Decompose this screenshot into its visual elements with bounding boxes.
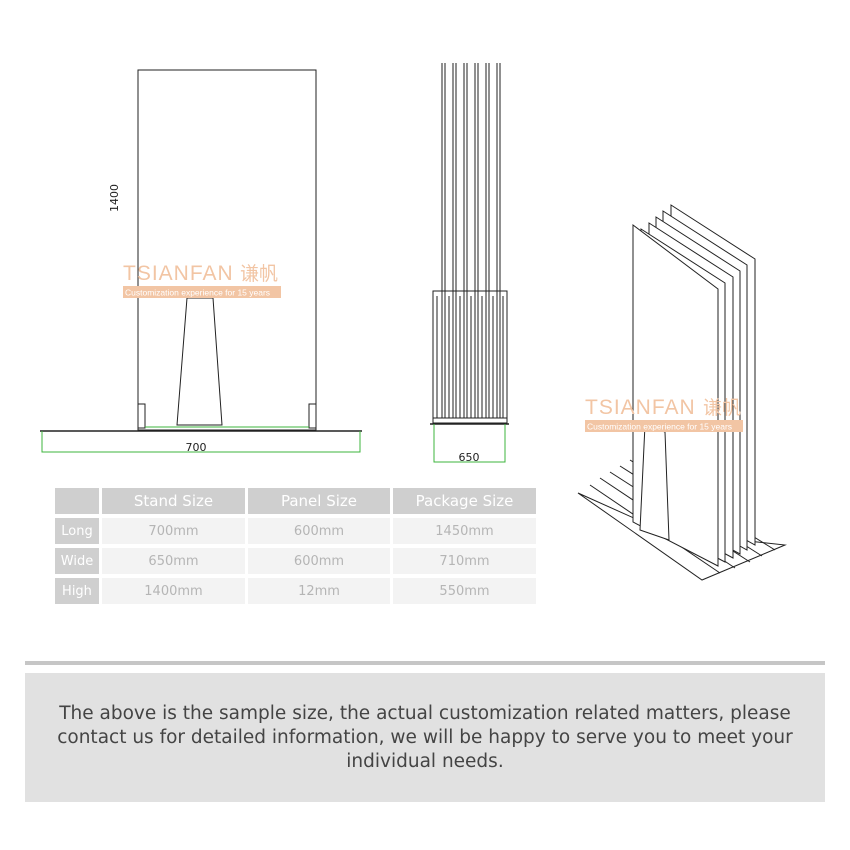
table-row: High 1400mm 12mm 550mm <box>55 578 536 604</box>
package-high-value: 550mm <box>393 578 536 604</box>
header-panel-size: Panel Size <box>248 488 390 514</box>
spec-table: Stand Size Panel Size Package Size Long … <box>52 484 539 608</box>
side-panels <box>441 63 501 418</box>
package-wide-value: 710mm <box>393 548 536 574</box>
front-stand-leg <box>176 297 223 426</box>
table-row: Wide 650mm 600mm 710mm <box>55 548 536 574</box>
iso-stand-leg <box>639 424 670 541</box>
stand-wide-value: 650mm <box>102 548 245 574</box>
front-left-foot <box>137 403 146 429</box>
side-frame <box>432 290 508 422</box>
side-base <box>432 417 508 424</box>
front-panel-outline <box>137 69 317 431</box>
svg-text:TSIANFAN: TSIANFAN <box>123 262 234 285</box>
notice-box: The above is the sample size, the actual… <box>25 673 825 802</box>
notice-text: The above is the sample size, the actual… <box>57 702 793 772</box>
watermark-front: TSIANFAN 谦帆 Customization experience for… <box>123 262 281 298</box>
stand-long-value: 700mm <box>102 518 245 544</box>
svg-text:谦帆: 谦帆 <box>703 397 741 419</box>
header-stand-size: Stand Size <box>102 488 245 514</box>
row-label-long: Long <box>55 518 99 544</box>
svg-text:Customization experience for 1: Customization experience for 15 years <box>587 422 732 432</box>
spec-header-row: Stand Size Panel Size Package Size <box>55 488 536 514</box>
svg-text:TSIANFAN: TSIANFAN <box>585 396 696 419</box>
spec-corner-cell <box>55 488 99 514</box>
front-width-label: 700 <box>186 441 207 454</box>
front-right-foot <box>308 403 317 429</box>
side-depth-label: 650 <box>459 451 480 464</box>
front-height-label: 1400 <box>108 184 121 212</box>
svg-text:Customization experience for 1: Customization experience for 15 years <box>125 288 270 298</box>
technical-drawing: 1400 700 650 <box>40 63 787 581</box>
panel-wide-value: 600mm <box>248 548 390 574</box>
section-divider <box>25 661 825 665</box>
table-row: Long 700mm 600mm 1450mm <box>55 518 536 544</box>
side-frame-slots <box>436 296 504 420</box>
package-long-value: 1450mm <box>393 518 536 544</box>
front-width-dimension-line <box>41 431 361 453</box>
side-depth-dimension-line <box>433 424 506 463</box>
panel-high-value: 12mm <box>248 578 390 604</box>
side-view <box>430 63 509 463</box>
row-label-wide: Wide <box>55 548 99 574</box>
isometric-view <box>577 204 787 581</box>
panel-long-value: 600mm <box>248 518 390 544</box>
svg-text:谦帆: 谦帆 <box>240 263 278 285</box>
front-view <box>40 69 362 453</box>
stand-high-value: 1400mm <box>102 578 245 604</box>
header-package-size: Package Size <box>393 488 536 514</box>
row-label-high: High <box>55 578 99 604</box>
watermark-isometric: TSIANFAN 谦帆 Customization experience for… <box>585 396 743 432</box>
